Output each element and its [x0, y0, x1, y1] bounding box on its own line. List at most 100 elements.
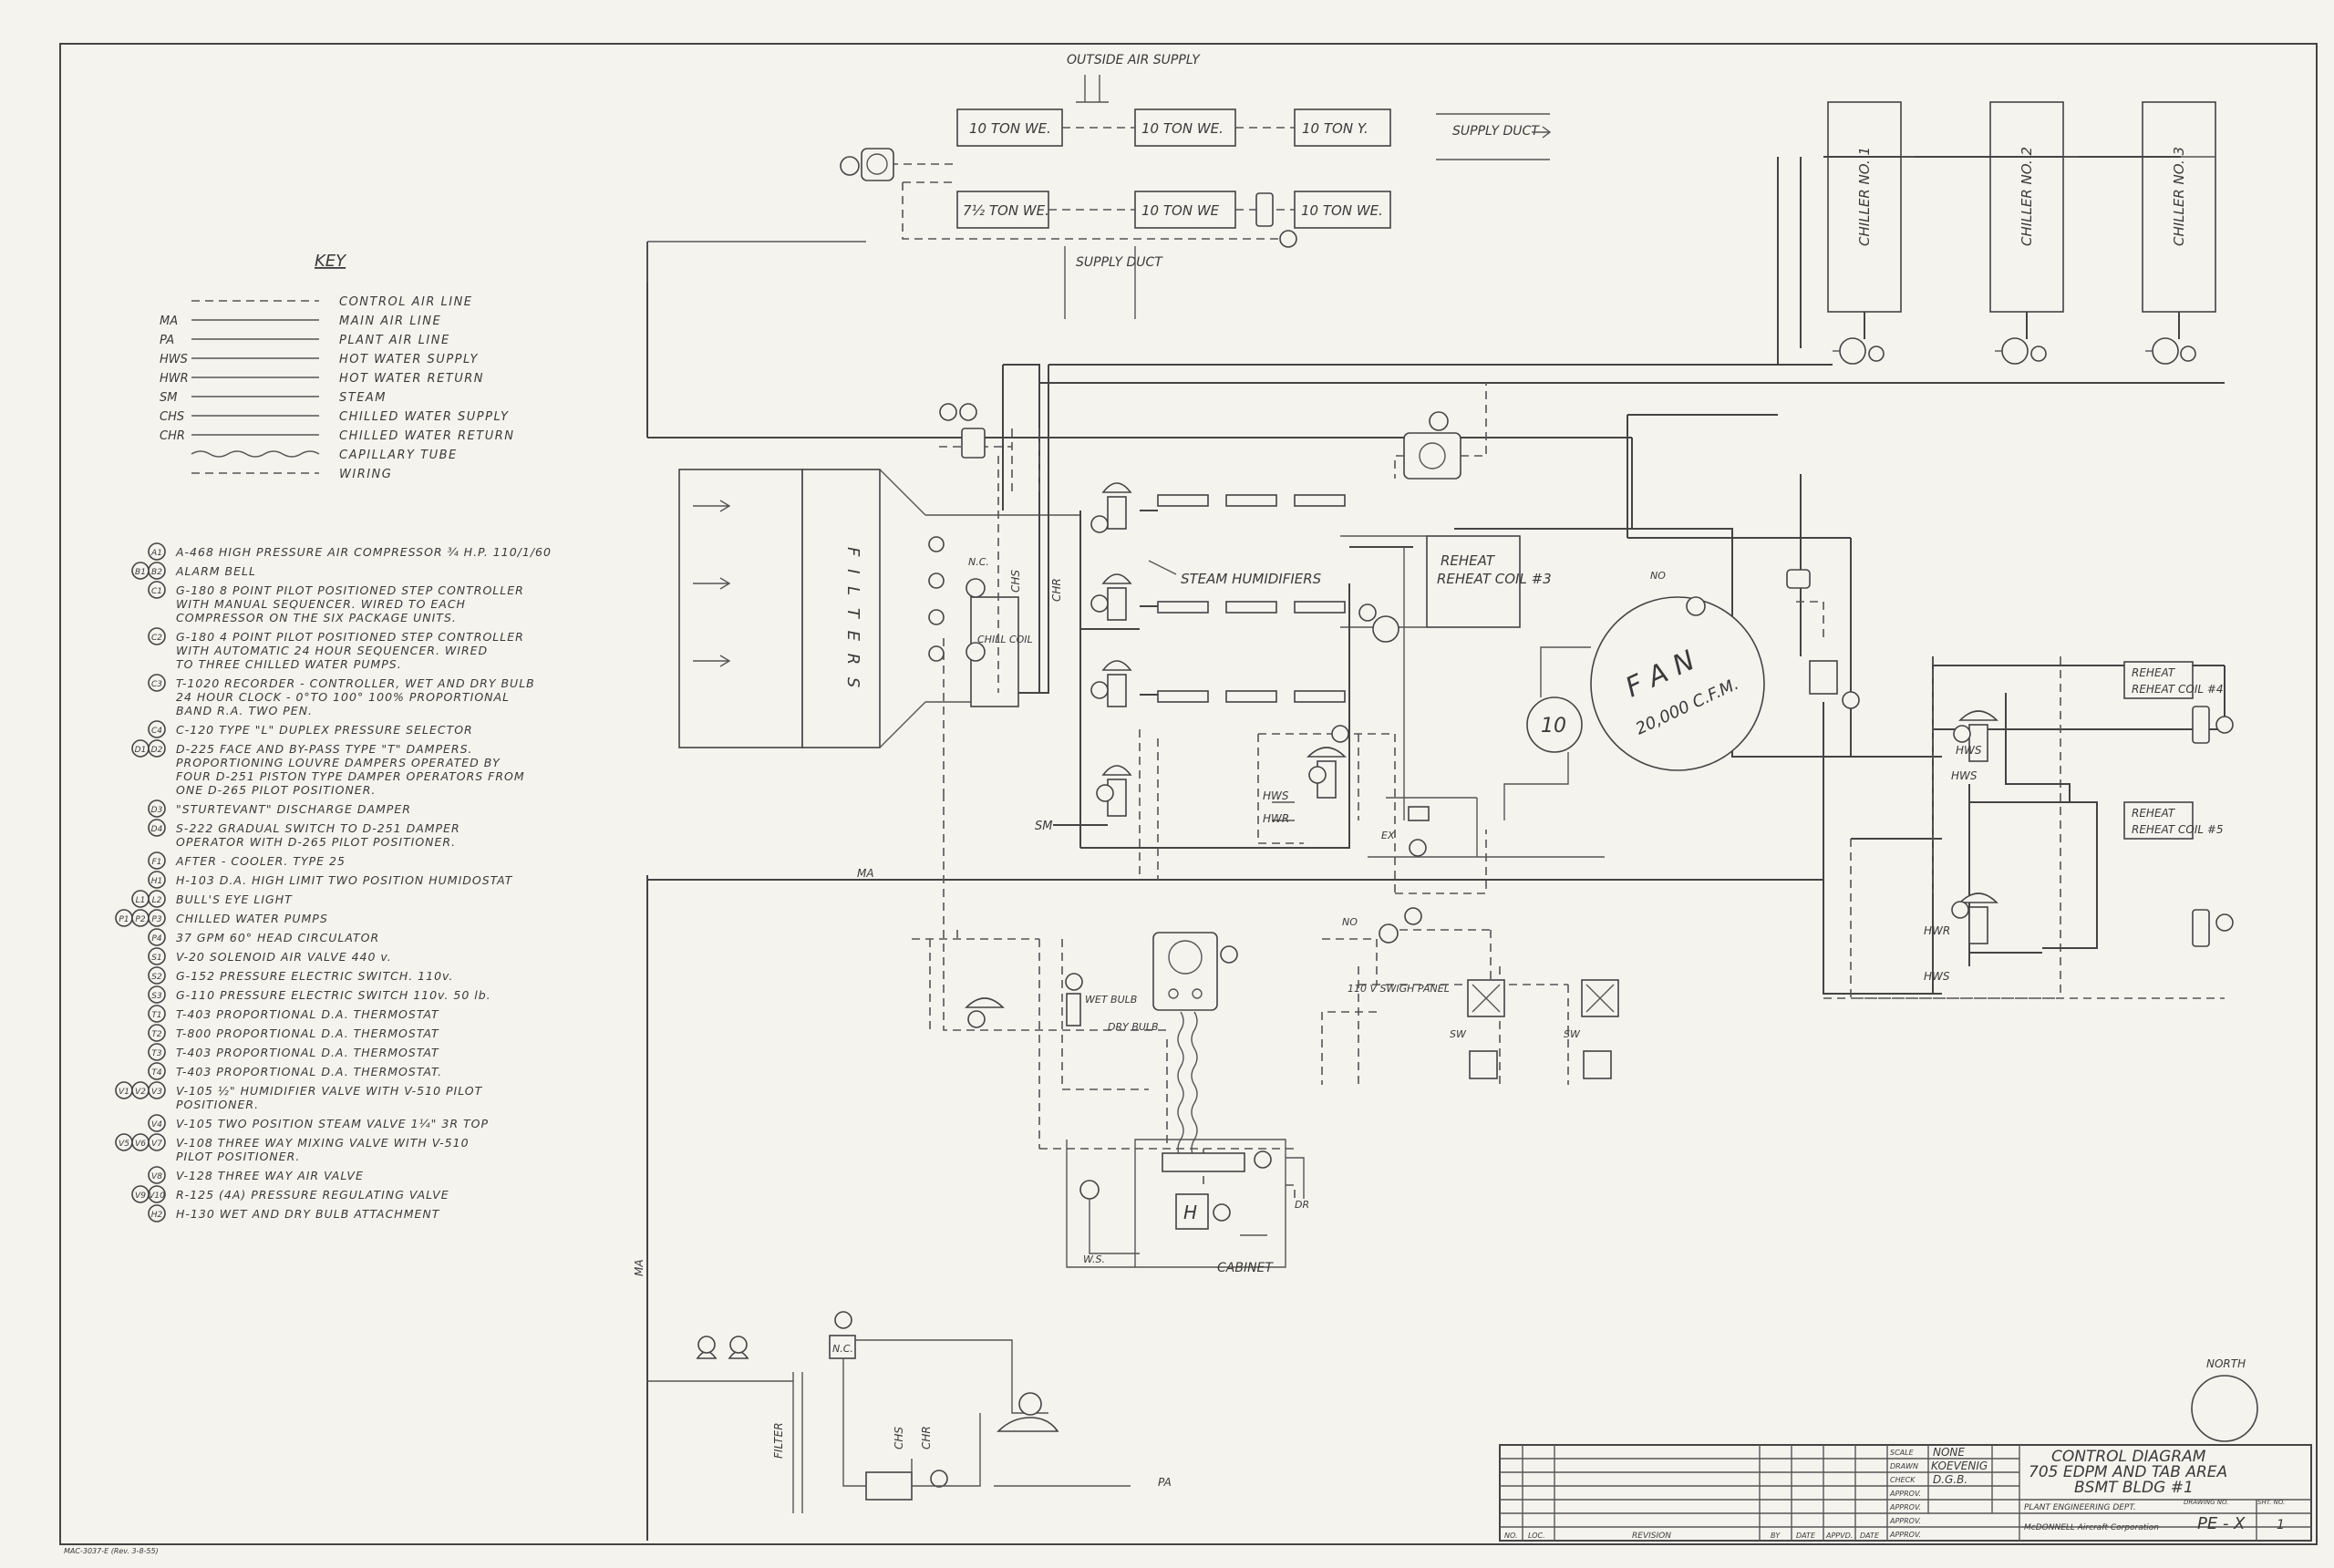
legend-tag-circle: [148, 720, 166, 738]
reheat-coil-3-label-a: REHEAT: [1441, 552, 1496, 569]
chiller-1-label: CHILLER NO. 1: [1856, 147, 1873, 246]
legend-text: V-108 THREE WAY MIXING VALVE WITH V-510: [176, 1136, 470, 1150]
hwr-label-2: HWR: [1924, 924, 1950, 937]
package-unit-4: [956, 191, 1049, 229]
legend-tag: H1: [151, 877, 163, 886]
legend-tag-circle: [148, 674, 166, 692]
chillers: CHILLER NO. 1 CHILLER NO. 2 CHILLER NO. …: [1039, 101, 2225, 384]
north-arrow: [2191, 1375, 2258, 1442]
rev-col-revision: REVISION: [1632, 1532, 1671, 1541]
supply-fan: [1590, 596, 1765, 771]
legend-tag: V4: [151, 1120, 162, 1130]
legend-tag-circle: [148, 581, 166, 599]
legend-tag: C2: [151, 634, 162, 643]
legend-text: POSITIONER.: [176, 1098, 259, 1111]
chiller-3-label: CHILLER NO. 3: [2171, 147, 2187, 246]
package-unit-3-label: 10 TON Y.: [1302, 120, 1368, 137]
legend-item: C2 G-180 4 POINT PILOT POSITIONED STEP CO…: [148, 627, 524, 671]
legend-text: "STURTEVANT" DISCHARGE DAMPER: [176, 802, 411, 816]
damper-operators: [928, 536, 986, 662]
cabinet-label: CABINET: [1217, 1261, 1274, 1275]
dry-bulb-label: DRY BULB: [1108, 1021, 1159, 1033]
dept-label: PLANT ENGINEERING DEPT.: [2024, 1503, 2136, 1512]
legend-text: V-105 TWO POSITION STEAM VALVE 1¼" 3R TO…: [176, 1117, 489, 1130]
legend-tag: C3: [151, 680, 162, 689]
legend-text: A-468 HIGH PRESSURE AIR COMPRESSOR ¾ H.P…: [175, 545, 552, 559]
legend-item: H2 H-130 WET AND DRY BULB ATTACHMENT: [148, 1204, 440, 1222]
pump-p1: [1833, 337, 1885, 365]
legend-tag: L1: [136, 896, 146, 905]
legend-text: TO THREE CHILLED WATER PUMPS.: [176, 657, 402, 671]
nc-label-2: N.C.: [832, 1343, 853, 1355]
key-row-abbr: SM: [160, 391, 177, 405]
legend-tag-circle: [148, 966, 166, 985]
approv-label-4: APPROV.: [1889, 1531, 1921, 1539]
legend-tag: P3: [151, 915, 161, 924]
regulating-valve-v9: [696, 1336, 718, 1359]
discharge-damper-d3: [1686, 596, 1706, 616]
legend-tag: H2: [151, 1211, 163, 1220]
tag-t1: [1279, 230, 1297, 248]
legend-text: T-403 PROPORTIONAL D.A. THERMOSTAT: [176, 1046, 439, 1059]
after-cooler-f1: [865, 1471, 913, 1501]
title-line-1: CONTROL DIAGRAM: [2051, 1448, 2206, 1466]
reheat-coil-4-label: REHEAT COIL #4: [2132, 683, 2224, 696]
chiller-2-label: CHILLER NO. 2: [2019, 147, 2035, 246]
air-compressor-a1: [1018, 1392, 1042, 1416]
no-label-1: NO: [1650, 570, 1666, 582]
legend-text: V-128 THREE WAY AIR VALVE: [176, 1169, 364, 1182]
legend-tag: B1: [135, 568, 146, 577]
hws-label-4: HWS: [1924, 970, 1950, 983]
sheet-border: [59, 43, 2318, 1545]
legend-text: T-403 PROPORTIONAL D.A. THERMOSTAT: [176, 1007, 439, 1021]
legend-tag: V3: [151, 1088, 162, 1097]
rev-col-loc: LOC.: [1528, 1532, 1545, 1540]
legend-text: CHILLED WATER PUMPS: [176, 912, 328, 925]
scale-label: SCALE: [1890, 1449, 1915, 1457]
recorder-controller-c3: [1152, 932, 1218, 1011]
legend-text: V-20 SOLENOID AIR VALVE 440 v.: [176, 950, 392, 964]
title-line-3: BSMT BLDG #1: [2074, 1479, 2194, 1497]
legend-tag-circle: [148, 871, 166, 889]
drawn-value: KOEVENIG: [1931, 1460, 1988, 1472]
key-row-abbr: HWS: [160, 353, 188, 366]
legend-text: G-110 PRESSURE ELECTRIC SWITCH 110v. 50 …: [176, 988, 491, 1002]
package-unit-3: [1294, 108, 1391, 147]
legend-tag-circle: [148, 739, 166, 758]
legend-text: H-130 WET AND DRY BULB ATTACHMENT: [176, 1207, 440, 1221]
legend-tag-circle: [148, 799, 166, 818]
legend-tag: B2: [151, 568, 162, 577]
legend-tag-circle: [148, 1204, 166, 1222]
legend-tag: T2: [151, 1030, 161, 1039]
sht-value: 1: [2277, 1518, 2285, 1532]
pa-label: PA: [1158, 1476, 1172, 1489]
pressure-switch-s2: [1379, 923, 1399, 944]
legend-tag: F1: [152, 858, 162, 867]
reheat-coil-5-label-a: REHEAT: [2132, 807, 2176, 820]
pressure-selector-c4: [1066, 993, 1081, 1026]
legend-tag-circle: [148, 1043, 166, 1061]
legend-text: D-225 FACE AND BY-PASS TYPE "T" DAMPERS.: [176, 742, 473, 756]
legend-text: C-120 TYPE "L" DUPLEX PRESSURE SELECTOR: [176, 723, 473, 737]
title-block: NO. LOC. REVISION BY DATE APPVD. DATE SC…: [1499, 1444, 2312, 1542]
legend-tag: P2: [135, 915, 145, 924]
three-way-air-valve-v8: [965, 997, 1005, 1028]
key-row-sample: [191, 450, 320, 458]
legend-tag: V9: [135, 1191, 146, 1201]
reheat-coil-4-label-a: REHEAT: [2132, 666, 2176, 679]
wet-bulb-label: WET BULB: [1085, 994, 1137, 1006]
legend-tag: L2: [152, 896, 162, 905]
chr-label-v: CHR: [1050, 578, 1063, 602]
legend-text: G-180 4 POINT PILOT POSITIONED STEP CONT…: [176, 630, 524, 644]
hwr-label-1: HWR: [1263, 812, 1289, 825]
